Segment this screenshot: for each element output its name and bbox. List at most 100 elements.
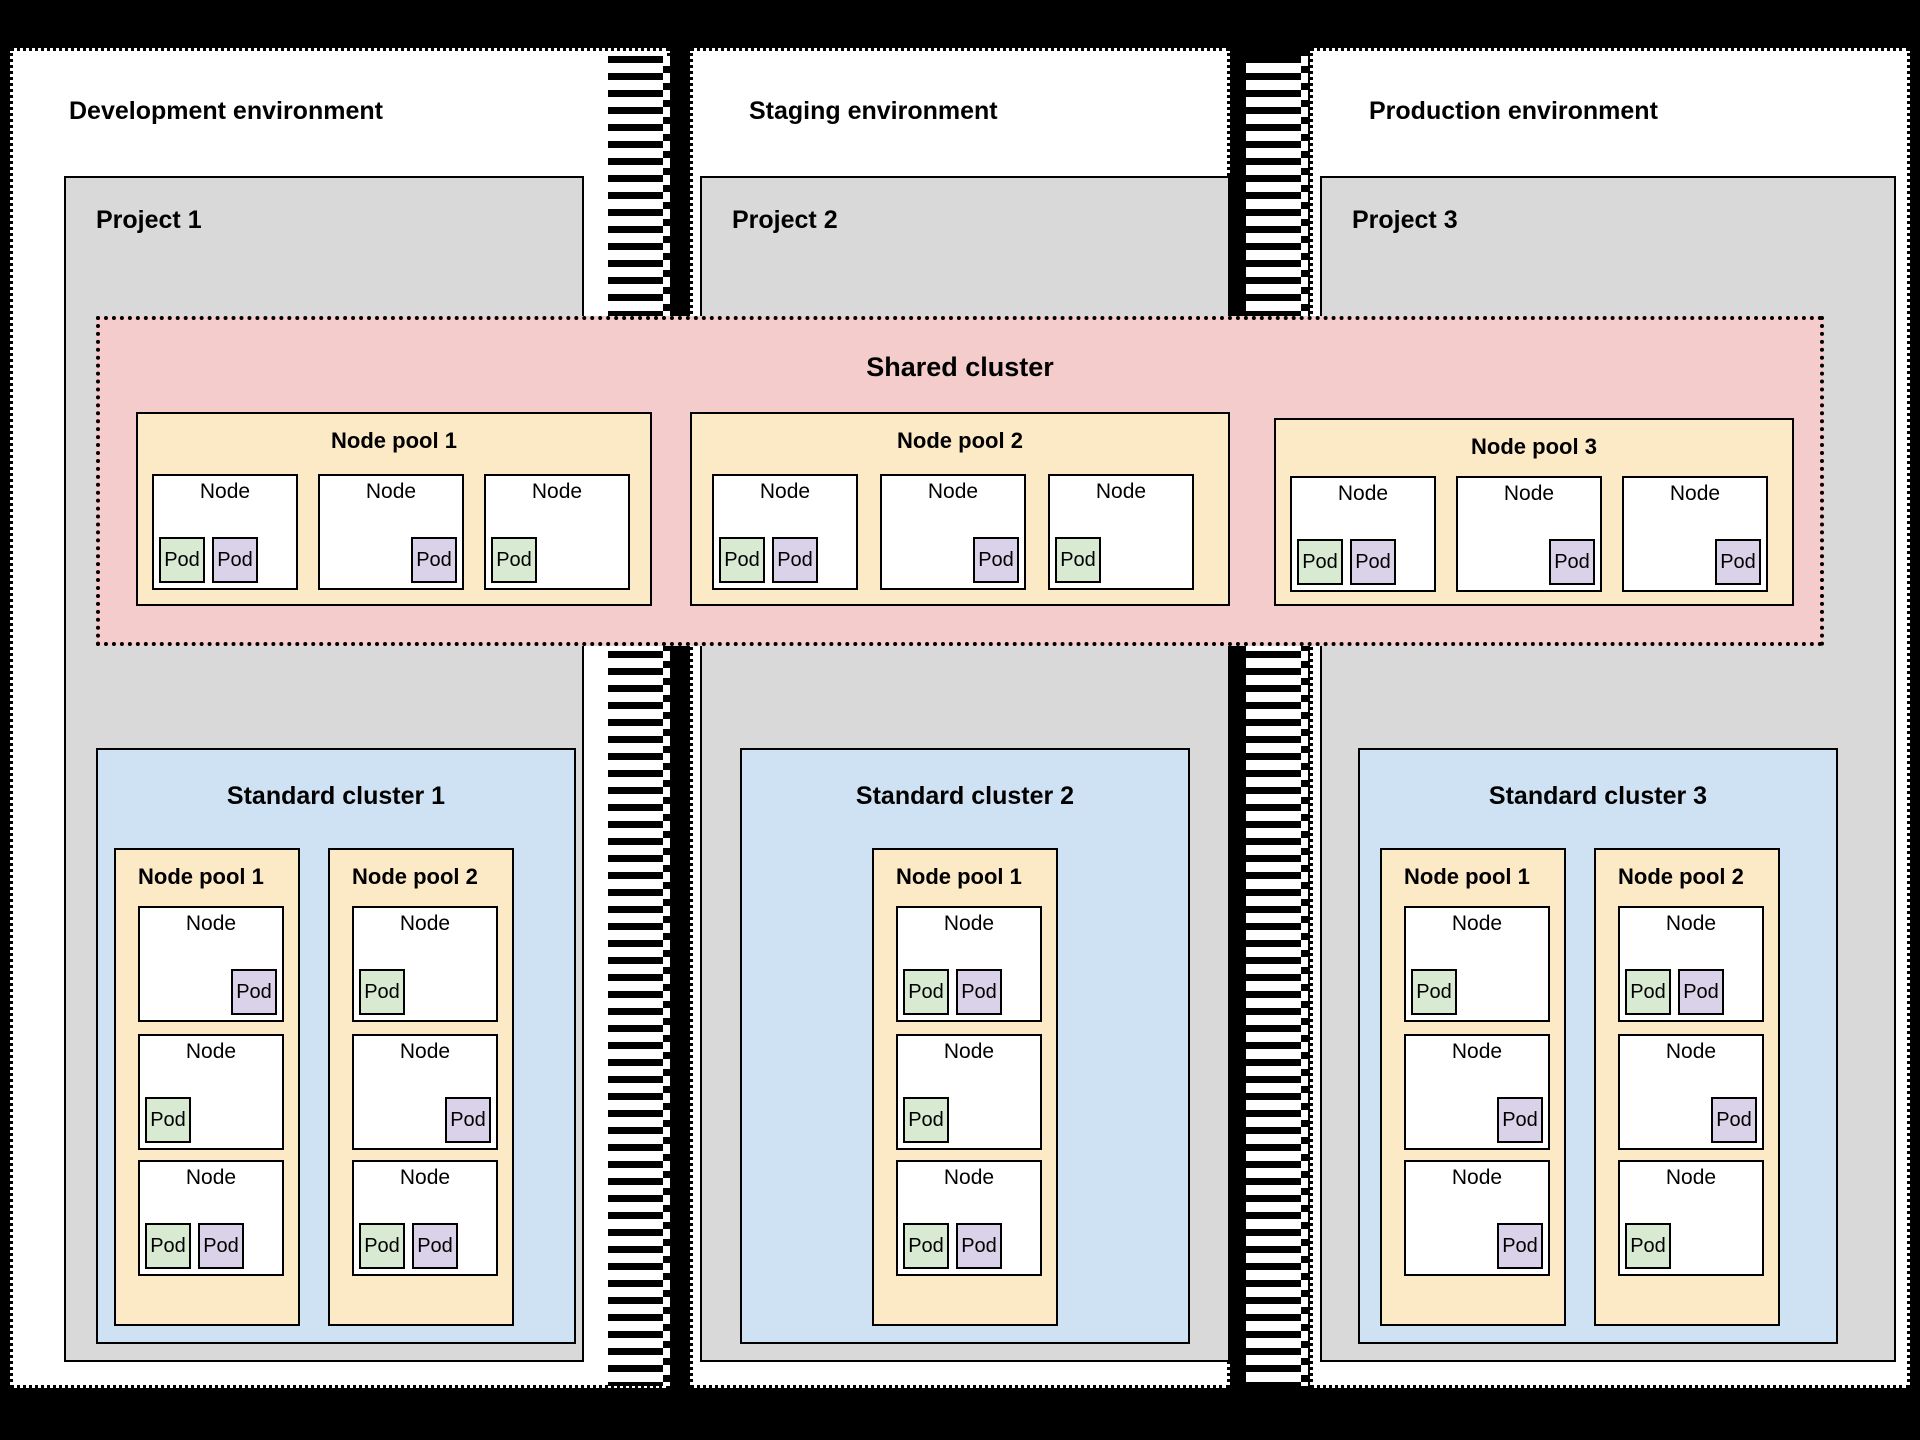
node: Node Pod (1404, 1034, 1550, 1150)
standard-cluster-3-node-pool-1: Node pool 1 Node Pod Node Pod Node Pod (1380, 848, 1566, 1326)
node: Node Pod Pod (896, 1160, 1042, 1276)
pod: Pod (198, 1223, 244, 1269)
node-label: Node (943, 912, 995, 935)
node: Node Pod (352, 1034, 498, 1150)
node-label: Node (759, 480, 811, 503)
standard-cluster-1-title: Standard cluster 1 (226, 782, 446, 810)
node: Node Pod (1618, 1160, 1764, 1276)
shared-cluster-title: Shared cluster (866, 352, 1054, 382)
node: Node Pod (1618, 1034, 1764, 1150)
pod: Pod (719, 537, 765, 583)
pod-container: Pod (491, 537, 623, 583)
pod: Pod (1497, 1097, 1543, 1143)
pod-container: Pod (903, 1097, 1035, 1143)
pod: Pod (1625, 1223, 1671, 1269)
pod-container: Pod (1411, 969, 1543, 1015)
pod-container: Pod (1629, 539, 1761, 585)
pod-container: Pod (887, 537, 1019, 583)
node-label: Node (399, 1166, 451, 1189)
divider-notch (1301, 56, 1308, 1386)
node: Node Pod Pod (896, 906, 1042, 1022)
pod-container: Pod (1411, 1097, 1543, 1143)
environment-title-development: Development environment (69, 97, 383, 125)
node: Node Pod (318, 474, 464, 590)
pod: Pod (231, 969, 277, 1015)
pod: Pod (359, 1223, 405, 1269)
pod-container: Pod (325, 537, 457, 583)
node-label: Node (185, 1040, 237, 1063)
node: Node Pod (880, 474, 1026, 590)
node: Node Pod (1404, 1160, 1550, 1276)
standard-cluster-3-node-pool-2: Node pool 2 Node Pod Pod Node Pod Node P… (1594, 848, 1780, 1326)
node: Node Pod (352, 906, 498, 1022)
pod: Pod (445, 1097, 491, 1143)
environment-divider-1 (608, 56, 670, 1386)
pod: Pod (212, 537, 258, 583)
divider-hatch-pattern (1246, 56, 1308, 1386)
pod-container: Pod (1625, 1223, 1757, 1269)
node: Node Pod (1622, 476, 1768, 592)
environment-title-staging: Staging environment (749, 97, 998, 125)
pod: Pod (956, 1223, 1002, 1269)
pod: Pod (956, 969, 1002, 1015)
node-label: Node (1337, 482, 1389, 505)
pod-container: Pod Pod (903, 969, 1035, 1015)
node: Node Pod Pod (712, 474, 858, 590)
node-label: Node (1669, 482, 1721, 505)
pod: Pod (145, 1223, 191, 1269)
node-label: Node (1665, 1166, 1717, 1189)
pod-container: Pod (359, 969, 491, 1015)
pod: Pod (1625, 969, 1671, 1015)
pod: Pod (411, 537, 457, 583)
pod: Pod (1678, 969, 1724, 1015)
pod: Pod (973, 537, 1019, 583)
standard-cluster-3-node-pool-1-title: Node pool 1 (1404, 864, 1530, 889)
pod: Pod (145, 1097, 191, 1143)
node-label: Node (531, 480, 583, 503)
pod: Pod (1497, 1223, 1543, 1269)
node-label: Node (185, 1166, 237, 1189)
standard-cluster-2-node-pool-1: Node pool 1 Node Pod Pod Node Pod Node P… (872, 848, 1058, 1326)
project-title-3: Project 3 (1352, 206, 1458, 234)
project-title-1: Project 1 (96, 206, 202, 234)
node: Node Pod Pod (1290, 476, 1436, 592)
pod: Pod (1711, 1097, 1757, 1143)
node-label: Node (927, 480, 979, 503)
pod: Pod (1715, 539, 1761, 585)
node: Node Pod Pod (352, 1160, 498, 1276)
pod: Pod (1350, 539, 1396, 585)
pod: Pod (412, 1223, 458, 1269)
standard-cluster-1-node-pool-2: Node pool 2 Node Pod Node Pod Node Pod P… (328, 848, 514, 1326)
node-label: Node (1451, 1040, 1503, 1063)
pod: Pod (903, 1223, 949, 1269)
standard-cluster-3-title: Standard cluster 3 (1488, 782, 1708, 810)
pod-container: Pod (145, 969, 277, 1015)
node: Node Pod Pod (1618, 906, 1764, 1022)
node-label: Node (199, 480, 251, 503)
standard-cluster-3-node-pool-2-title: Node pool 2 (1618, 864, 1744, 889)
shared-node-pool-2-title: Node pool 2 (897, 428, 1023, 453)
node-label: Node (1451, 912, 1503, 935)
standard-cluster-1-node-pool-1-title: Node pool 1 (138, 864, 264, 889)
project-title-2: Project 2 (732, 206, 838, 234)
divider-notch (663, 56, 670, 1386)
node: Node Pod (138, 906, 284, 1022)
standard-cluster-1-node-pool-1: Node pool 1 Node Pod Node Pod Node Pod P… (114, 848, 300, 1326)
node: Node Pod (1404, 906, 1550, 1022)
node-label: Node (1503, 482, 1555, 505)
pod-container: Pod Pod (903, 1223, 1035, 1269)
node-label: Node (399, 912, 451, 935)
shared-node-pool-3-title: Node pool 3 (1471, 434, 1597, 459)
environment-title-production: Production environment (1369, 97, 1658, 125)
standard-cluster-2-node-pool-1-title: Node pool 1 (896, 864, 1022, 889)
pod: Pod (1297, 539, 1343, 585)
pod: Pod (159, 537, 205, 583)
pod: Pod (1411, 969, 1457, 1015)
pod: Pod (903, 969, 949, 1015)
node: Node Pod (138, 1034, 284, 1150)
shared-node-pool-1-title: Node pool 1 (331, 428, 457, 453)
shared-node-pool-3: Node pool 3 Node Pod Pod Node Pod Node P… (1274, 418, 1794, 606)
node-label: Node (399, 1040, 451, 1063)
standard-cluster-2-title: Standard cluster 2 (855, 782, 1075, 810)
